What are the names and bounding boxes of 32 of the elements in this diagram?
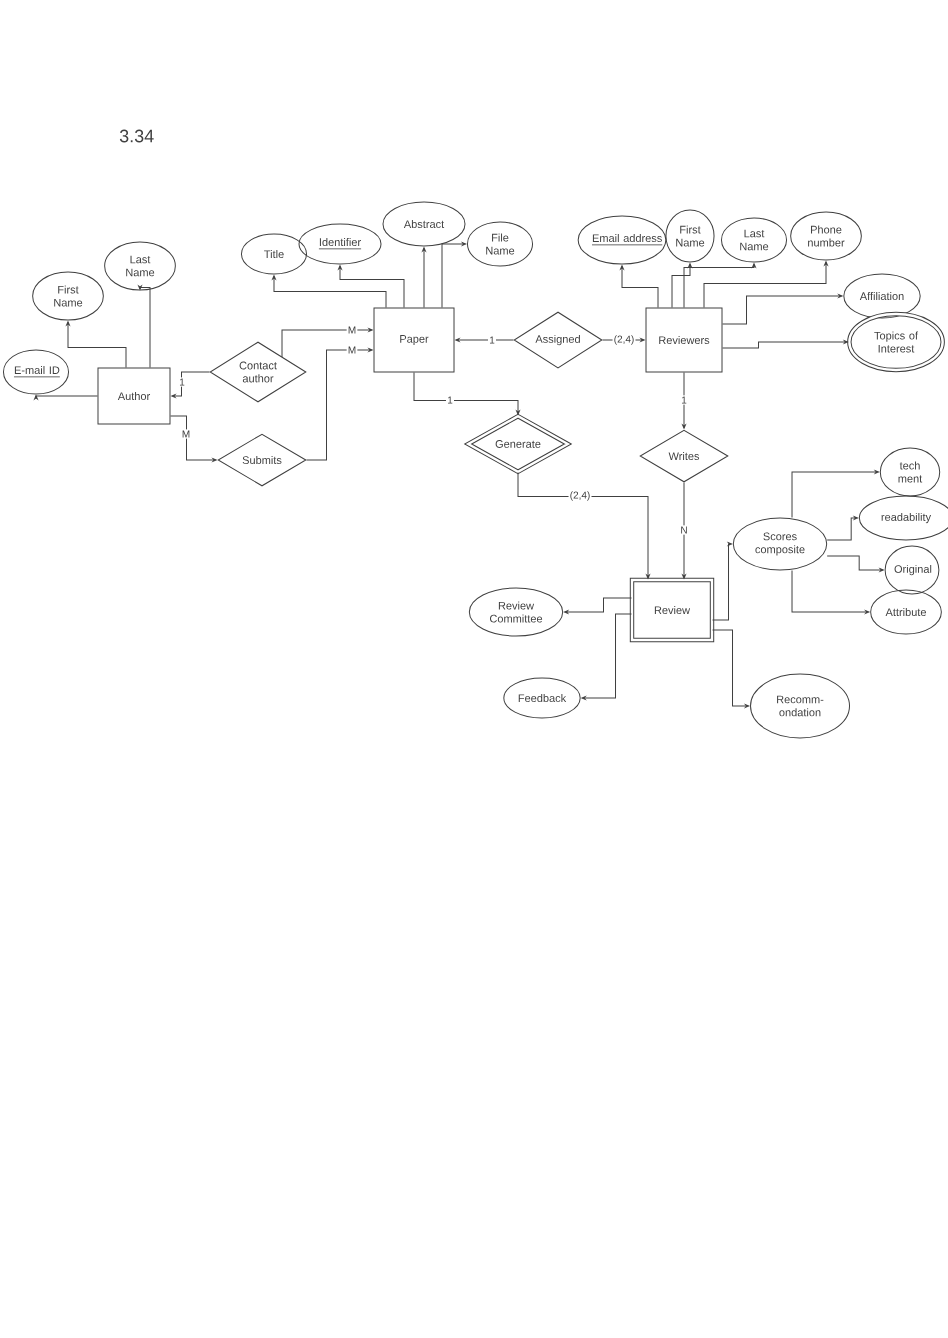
connector (138, 285, 151, 368)
connector (722, 294, 843, 325)
connector (620, 265, 659, 308)
connector (712, 629, 750, 708)
connector (281, 328, 373, 358)
connector (791, 570, 870, 614)
connector (826, 516, 859, 541)
connector (306, 348, 373, 461)
connector (34, 395, 98, 400)
connector (712, 542, 733, 621)
connector (703, 261, 828, 308)
connector (170, 415, 217, 462)
connector (791, 470, 879, 518)
connector (338, 265, 405, 308)
connector (682, 372, 686, 429)
connector (671, 263, 692, 308)
connector (826, 555, 884, 572)
connector (441, 242, 467, 308)
connector (581, 613, 632, 700)
connector (602, 338, 645, 342)
connector (683, 263, 756, 308)
figure-number: 3.34 (119, 129, 154, 143)
connector (66, 321, 127, 368)
connector (455, 338, 514, 342)
connector (272, 275, 387, 308)
connector (422, 247, 426, 308)
connector (682, 482, 686, 579)
connector (722, 340, 849, 349)
connector (413, 372, 520, 415)
connector (171, 371, 210, 398)
connector (564, 597, 632, 614)
connector (517, 472, 650, 579)
